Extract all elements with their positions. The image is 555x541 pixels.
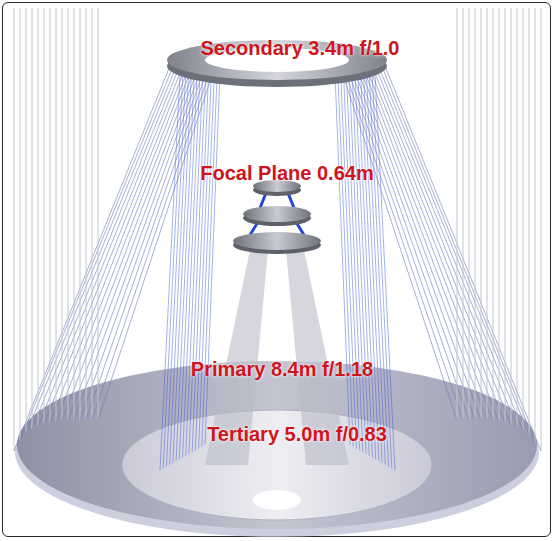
incoming-ray <box>523 8 524 430</box>
incoming-ray <box>50 8 51 423</box>
incoming-ray <box>38 8 39 426</box>
secondary-reflection <box>372 74 392 468</box>
incoming-ray <box>20 8 21 440</box>
secondary-reflection <box>335 74 350 445</box>
lens <box>243 206 311 222</box>
incoming-ray <box>92 8 93 420</box>
primary-reflection <box>366 66 505 423</box>
primary-reflection <box>359 66 493 421</box>
incoming-ray <box>86 8 87 420</box>
incoming-ray <box>14 8 15 451</box>
incoming-ray <box>505 8 506 423</box>
primary-reflection <box>375 66 523 430</box>
incoming-ray <box>511 8 512 425</box>
incoming-ray <box>457 8 458 420</box>
primary-reflection <box>369 66 511 425</box>
incoming-ray <box>481 8 482 420</box>
incoming-ray <box>493 8 494 421</box>
primary-reflection <box>62 66 196 421</box>
primary-reflection <box>68 66 199 420</box>
primary-reflection <box>20 66 173 440</box>
incoming-ray <box>469 8 470 420</box>
incoming-ray <box>541 8 542 451</box>
incoming-ray <box>74 8 75 420</box>
secondary-reflection <box>369 74 388 466</box>
central-hole <box>253 490 301 510</box>
incoming-ray <box>463 8 464 420</box>
incoming-ray <box>98 8 99 420</box>
secondary-reflection <box>338 74 353 447</box>
primary-reflection <box>50 66 189 423</box>
secondary-reflection <box>166 74 185 466</box>
primary-reflection <box>382 66 535 443</box>
primary-reflection <box>56 66 193 422</box>
incoming-ray <box>26 8 27 433</box>
incoming-ray <box>475 8 476 420</box>
incoming-ray <box>62 8 63 421</box>
secondary-reflection <box>205 74 220 445</box>
secondary-reflection <box>199 74 215 449</box>
part-label: Tertiary 5.0m f/0.83 <box>207 422 387 446</box>
incoming-ray <box>487 8 488 421</box>
primary-reflection <box>38 66 183 426</box>
incoming-ray <box>44 8 45 424</box>
primary-reflection <box>363 66 500 422</box>
part-label: Focal Plane 0.64m <box>200 161 373 185</box>
part-label: Primary 8.4m f/1.18 <box>191 357 373 381</box>
primary-mirror <box>17 361 537 529</box>
primary-reflection <box>26 66 176 433</box>
incoming-ray <box>32 8 33 429</box>
incoming-ray <box>80 8 81 420</box>
lens <box>233 232 321 250</box>
primary-reflection <box>32 66 180 429</box>
primary-reflection <box>356 66 487 421</box>
primary-reflection <box>86 66 209 420</box>
incoming-ray <box>517 8 518 427</box>
primary-reflection <box>74 66 202 420</box>
incoming-ray <box>535 8 536 443</box>
beam-segment <box>288 193 294 208</box>
incoming-ray <box>68 8 69 420</box>
secondary-reflection <box>341 74 357 449</box>
incoming-ray <box>499 8 500 422</box>
incoming-ray <box>56 8 57 422</box>
primary-reflection <box>80 66 205 420</box>
part-label: Secondary 3.4m f/1.0 <box>201 36 400 60</box>
primary-reflection <box>44 66 186 424</box>
primary-reflection <box>372 66 517 427</box>
secondary-reflection <box>163 74 183 468</box>
beam-segment <box>260 193 266 208</box>
light-rays <box>14 8 541 470</box>
secondary-reflection <box>202 74 217 447</box>
incoming-ray <box>529 8 530 435</box>
